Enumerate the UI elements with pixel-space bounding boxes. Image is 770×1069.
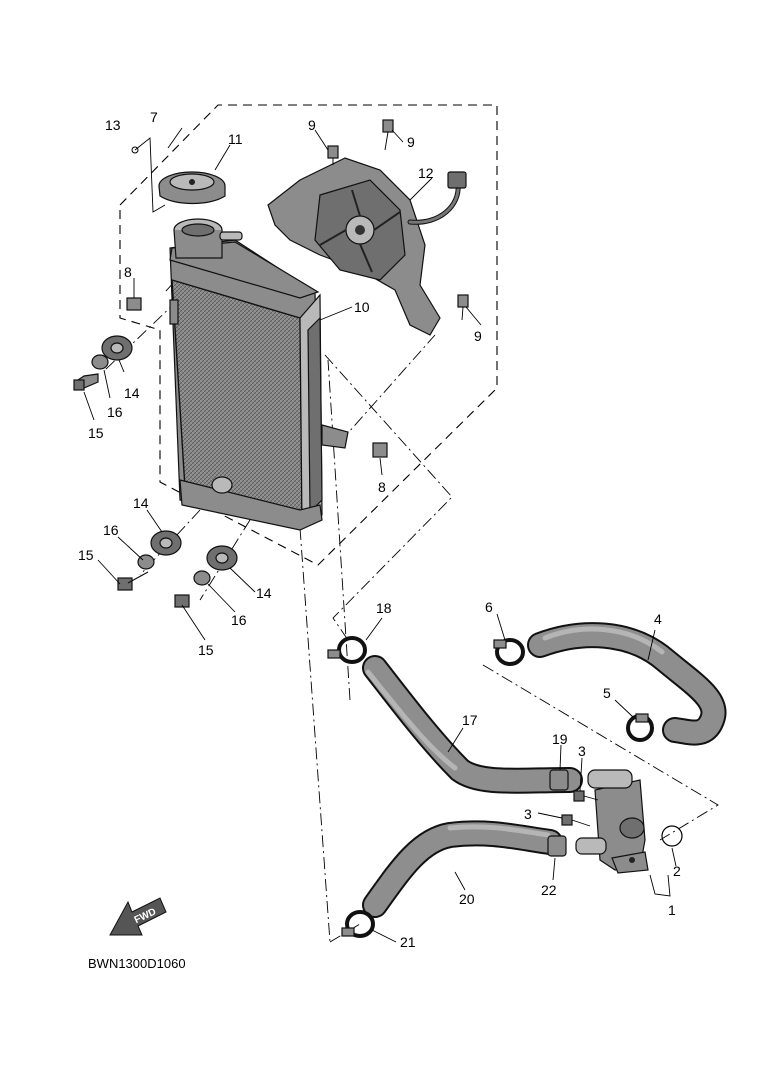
callout-8-upper: 8 [124, 264, 132, 280]
o-ring-2 [661, 825, 683, 847]
callout-21: 21 [400, 934, 416, 950]
hose-clamp-19 [549, 769, 569, 791]
callout-13: 13 [105, 117, 121, 133]
hose-4 [527, 622, 727, 746]
fan-shroud-assembly [267, 119, 469, 336]
callout-1: 1 [668, 902, 676, 918]
callout-10: 10 [354, 299, 370, 315]
callout-14-upper: 14 [124, 385, 140, 401]
hose-20 [362, 820, 563, 918]
bolt-9-b [382, 119, 394, 151]
callout-15-upper: 15 [88, 425, 104, 441]
hose-17 [362, 655, 583, 794]
callout-6: 6 [485, 599, 493, 615]
callout-9-top-right: 9 [407, 134, 415, 150]
callout-14-lower-center: 14 [256, 585, 272, 601]
callout-8-lower: 8 [378, 479, 386, 495]
thermostat-housing [561, 769, 683, 874]
hose-clamp-22 [547, 835, 567, 857]
callout-3-lower: 3 [524, 806, 532, 822]
callout-4: 4 [654, 611, 662, 627]
callout-22: 22 [541, 882, 557, 898]
hose-clamp-5 [626, 713, 654, 742]
callout-16-upper: 16 [107, 404, 123, 420]
callout-18: 18 [376, 600, 392, 616]
callout-9-right: 9 [474, 328, 482, 344]
assembly-boundary [119, 104, 498, 566]
radiator-assembly [169, 218, 349, 531]
callout-labels: 13 7 11 9 9 12 8 10 9 14 16 15 8 14 16 1… [78, 109, 681, 950]
bolt-3-a [573, 790, 599, 802]
callout-15-lower-center: 15 [198, 642, 214, 658]
callout-16-lower-center: 16 [231, 612, 247, 628]
bolt-9-c [457, 294, 469, 321]
callout-5: 5 [603, 685, 611, 701]
drawing-code: BWN1300D1060 [88, 956, 186, 971]
callout-3-upper: 3 [578, 743, 586, 759]
mount-stack-lower-center [174, 545, 238, 608]
hose-clamp-18 [327, 636, 367, 664]
radiator-cap [158, 171, 226, 205]
mount-stack-upper-left [73, 335, 133, 391]
callout-15-lower-left: 15 [78, 547, 94, 563]
leader-lines [83, 127, 677, 943]
callout-14-lower-left: 14 [133, 495, 149, 511]
callout-12: 12 [418, 165, 434, 181]
bolt-9-a [327, 145, 339, 165]
callout-2: 2 [673, 863, 681, 879]
bolt-3-b [561, 814, 591, 827]
callout-19: 19 [552, 731, 568, 747]
callout-17: 17 [462, 712, 478, 728]
callout-16-lower-left: 16 [103, 522, 119, 538]
hose-clamp-6 [493, 638, 525, 666]
mount-stack-lower-left [117, 530, 182, 591]
clip-nut-8-a [126, 297, 142, 311]
callout-7: 7 [150, 109, 158, 125]
forward-direction-arrow: FWD [109, 897, 167, 936]
callout-11: 11 [228, 131, 243, 147]
callout-9-top-left: 9 [308, 117, 316, 133]
callout-20: 20 [459, 891, 475, 907]
hose-clamp-21 [341, 910, 375, 938]
clip-nut-8-b [372, 442, 388, 458]
